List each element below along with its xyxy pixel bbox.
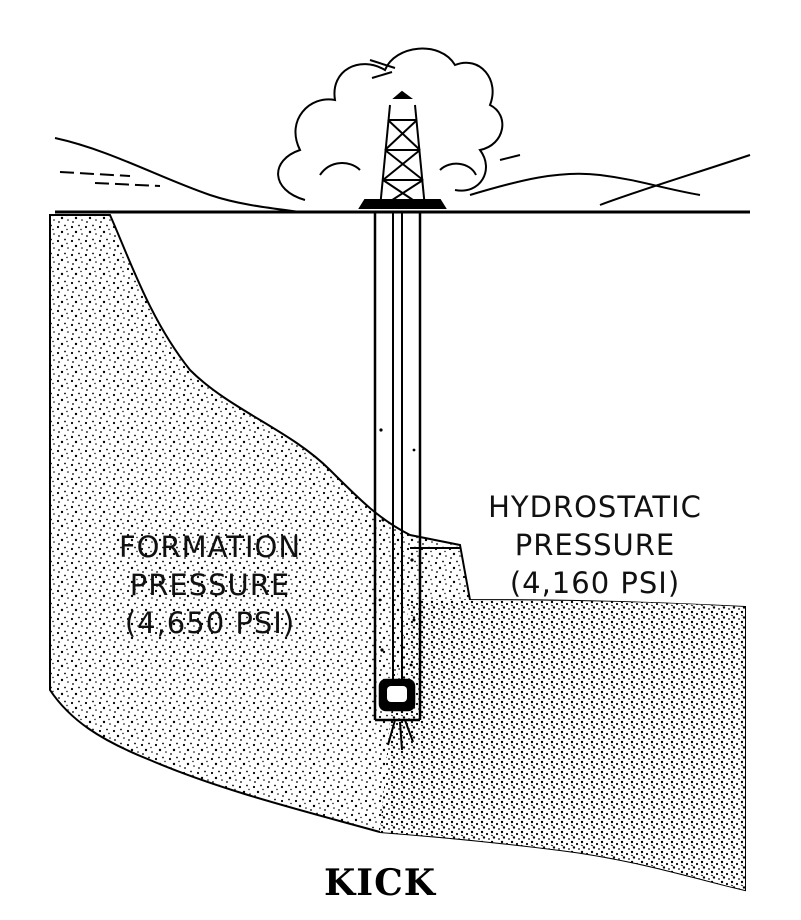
hydrostatic-pressure-label: HYDROSTATIC PRESSURE (4,160 PSI) (470, 488, 720, 602)
formation-line-1: FORMATION (118, 530, 302, 564)
smoke-cloud (277, 47, 504, 201)
right-hill-far (469, 172, 701, 196)
left-hill (54, 137, 301, 213)
derrick-bracing (379, 119, 426, 209)
rig-base (358, 199, 447, 209)
wellbore (373, 212, 422, 722)
annulus-fluid (378, 428, 416, 667)
formation-dense-zone (380, 600, 745, 890)
formation-line-2: PRESSURE (129, 568, 291, 602)
surface-landscape (54, 47, 751, 213)
smoke-cloud-inner (319, 162, 477, 176)
smoke-wisps (369, 59, 521, 161)
hydrostatic-line-3: (4,160 PSI) (509, 566, 681, 600)
hydrostatic-line-2: PRESSURE (514, 528, 676, 562)
crown-block (392, 90, 413, 99)
derrick-frame (379, 104, 426, 209)
right-hill (599, 154, 751, 206)
figure-caption: KICK (323, 862, 437, 904)
hydrostatic-line-1: HYDROSTATIC (488, 490, 702, 524)
left-hill-shading (59, 171, 161, 187)
formation-pressure-label: FORMATION PRESSURE (4,650 PSI) (105, 528, 315, 642)
drilling-rig (358, 90, 447, 209)
kick-influx-marks (387, 719, 414, 751)
formation-line-3: (4,650 PSI) (124, 606, 296, 640)
